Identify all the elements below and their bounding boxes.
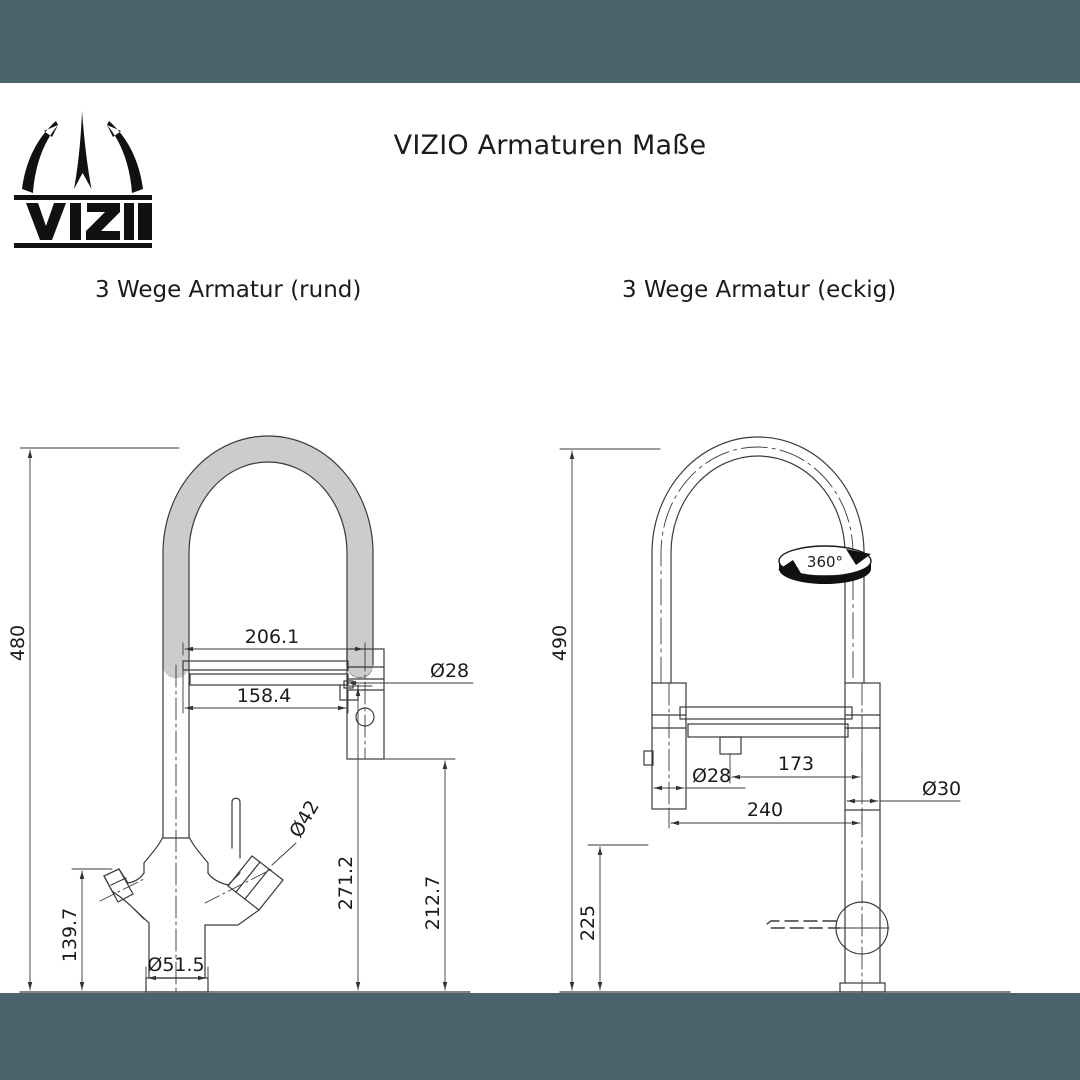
- handle-left-round: [103, 868, 134, 903]
- dim-text-d28-square: Ø28: [692, 765, 731, 787]
- dim-text-d28: Ø28: [430, 660, 469, 682]
- sheet-body: VIZIO Armaturen Maße 3 Wege Armatur (run…: [0, 83, 1080, 993]
- dim-text-d51-5: Ø51.5: [147, 954, 204, 976]
- dim-text-139-7: 139.7: [59, 908, 81, 962]
- dim-base-diameter-round: [145, 966, 209, 983]
- dim-head-diameter-square: [844, 796, 961, 811]
- faucet-column-round: [99, 664, 284, 993]
- drawing-round: 480 139.7 271.2 212.7 206.1 158.4 Ø28 Ø5…: [0, 83, 540, 993]
- right-column-square: [844, 682, 881, 993]
- dim-column-height-round: [347, 685, 373, 991]
- spring-spout-round: [162, 435, 374, 678]
- dim-text-212-7: 212.7: [422, 876, 444, 930]
- dim-text-480: 480: [7, 625, 29, 661]
- lower-body-square: [765, 809, 890, 993]
- spout-bars-round: [182, 660, 359, 701]
- caption-round: 3 Wege Armatur (rund): [95, 277, 362, 303]
- dim-text-225: 225: [577, 905, 599, 941]
- dim-text-271-2: 271.2: [335, 856, 357, 910]
- handle-right-round: [227, 855, 284, 911]
- dim-text-158-4: 158.4: [237, 685, 291, 707]
- vizio-flame-logo: [8, 103, 158, 255]
- rotation-360-icon: [778, 545, 872, 584]
- top-color-band: [0, 0, 1080, 83]
- spout-head-round: [346, 648, 385, 760]
- dim-text-d30: Ø30: [922, 778, 961, 800]
- dim-column-diameter-square: [651, 782, 746, 810]
- left-column-square: [643, 682, 687, 810]
- dim-spout-reach-round: [182, 642, 366, 656]
- dim-text-d42: Ø42: [285, 797, 324, 842]
- bottom-color-band: [0, 993, 1080, 1080]
- smooth-spout-square: [651, 436, 865, 684]
- dim-text-490: 490: [549, 625, 571, 661]
- dim-text-206-1: 206.1: [245, 626, 299, 648]
- dim-handle-height-square: [587, 844, 649, 991]
- dim-handle-diameter-round: [271, 842, 297, 866]
- dim-spout-reach-square: [668, 808, 863, 829]
- dim-text-173: 173: [778, 753, 814, 775]
- dim-overall-height-round: [19, 447, 180, 991]
- page-title: VIZIO Armaturen Maße: [393, 130, 707, 161]
- rotation-badge-label: 360°: [807, 553, 843, 571]
- dim-text-240: 240: [747, 799, 783, 821]
- drawing-square: 490 225 Ø28 173 Ø30 240 360°: [540, 83, 1080, 993]
- lever-handle-square: [765, 920, 841, 929]
- dim-inner-reach-round: [182, 669, 349, 714]
- dim-head-height-round: [383, 758, 456, 991]
- caption-square: 3 Wege Armatur (eckig): [622, 277, 897, 303]
- dim-inner-reach-square: [729, 736, 863, 784]
- dim-overall-height-square: [559, 448, 661, 991]
- dim-handle-height-round: [71, 868, 113, 991]
- spout-bars-square: [679, 706, 853, 755]
